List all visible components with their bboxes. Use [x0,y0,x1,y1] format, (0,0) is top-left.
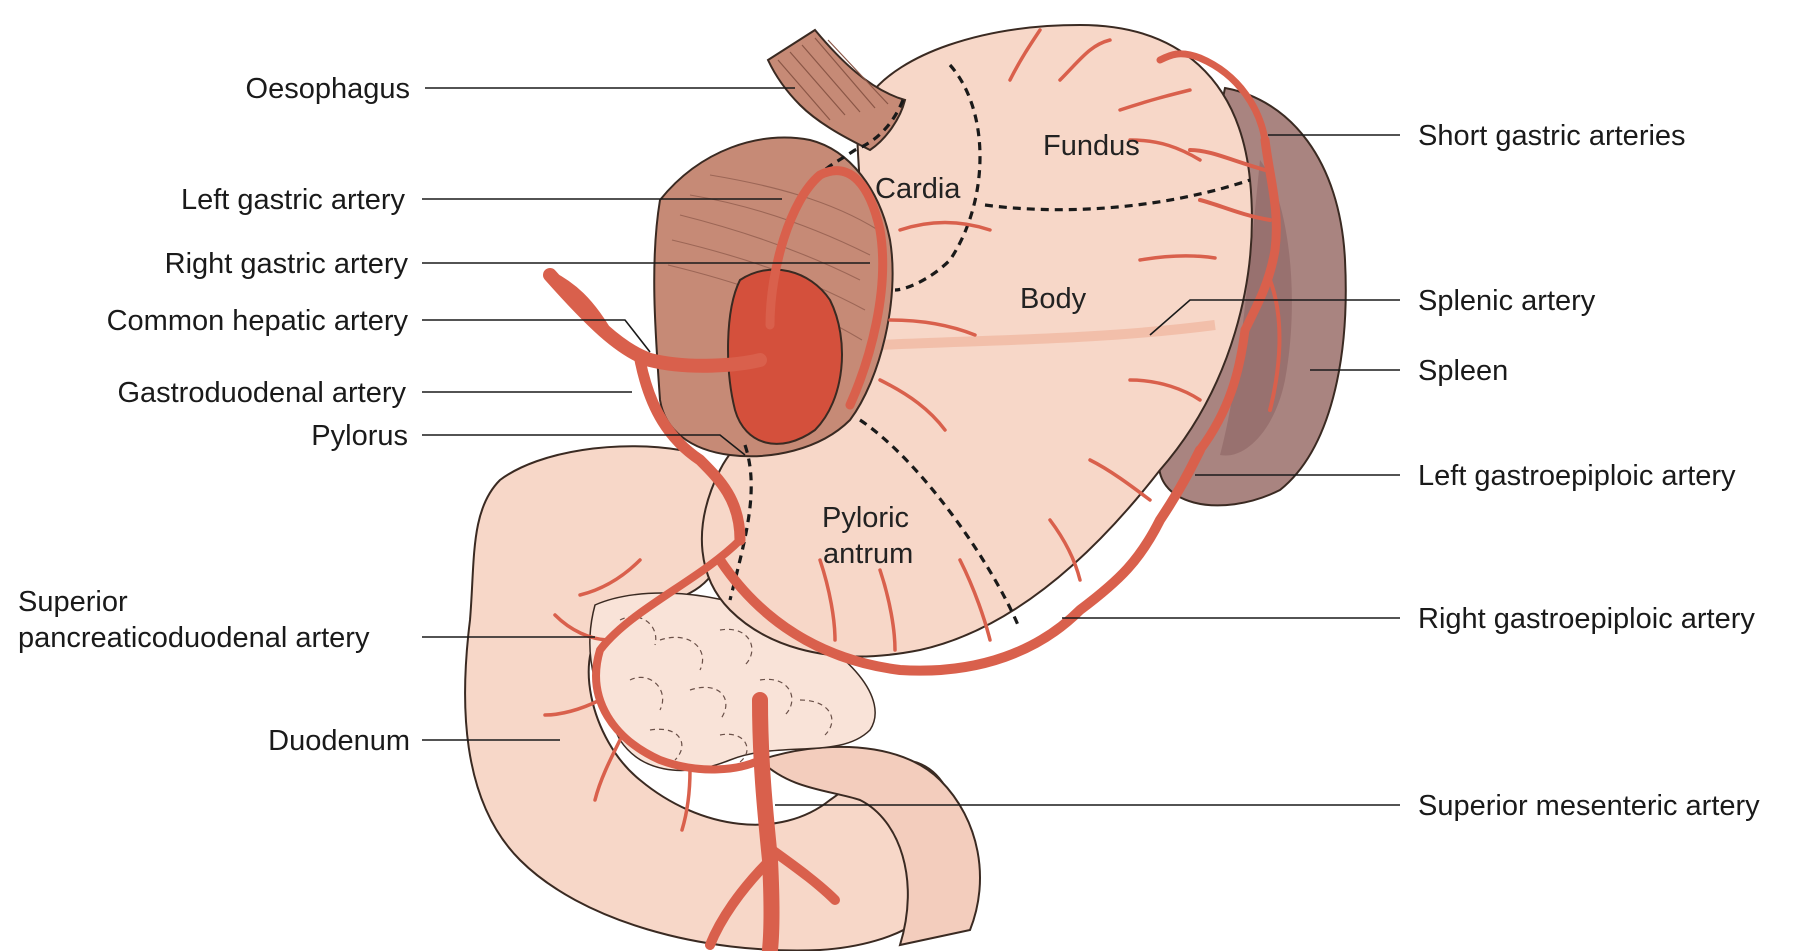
region-fundus: Fundus [1043,130,1140,162]
label-right-gastroepiploic-artery: Right gastroepiploic artery [1418,603,1755,635]
label-gastroduodenal-artery: Gastroduodenal artery [117,377,406,409]
label-duodenum: Duodenum [268,725,410,757]
label-pylorus: Pylorus [311,420,408,452]
label-left-gastroepiploic-artery: Left gastroepiploic artery [1418,460,1736,492]
label-splenic-artery: Splenic artery [1418,285,1596,317]
label-oesophagus: Oesophagus [246,73,410,105]
region-body: Body [1020,283,1087,315]
label-superior-pancreaticoduodenal-line1: Superior [18,586,128,618]
region-pyloric-antrum-line1: Pyloric [822,502,909,534]
label-superior-mesenteric-artery: Superior mesenteric artery [1418,790,1760,822]
region-pyloric-antrum-line2: antrum [823,538,913,570]
label-right-gastric-artery: Right gastric artery [165,248,409,280]
label-common-hepatic-artery: Common hepatic artery [107,305,409,337]
label-spleen: Spleen [1418,355,1508,387]
label-superior-pancreaticoduodenal-line2: pancreaticoduodenal artery [18,622,370,654]
label-left-gastric-artery: Left gastric artery [181,184,406,216]
region-cardia: Cardia [875,173,961,205]
label-short-gastric-arteries: Short gastric arteries [1418,120,1686,152]
